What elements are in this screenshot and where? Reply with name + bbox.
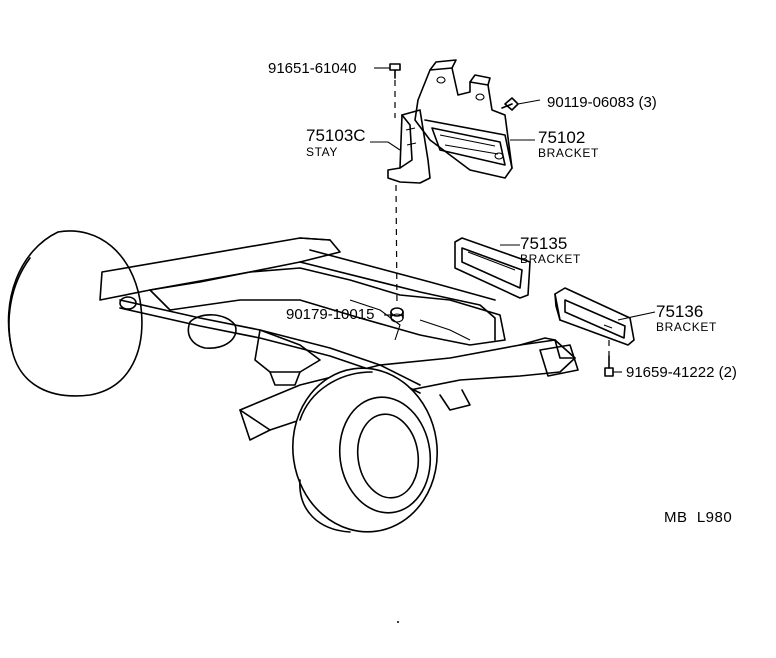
stay-part: [387, 109, 431, 184]
diagram-code: MB L980: [664, 509, 733, 526]
callout-bracket-main-number: 75102: [538, 128, 586, 147]
callout-bolt-top: 91651-61040: [268, 60, 357, 77]
callout-bracket-main-name: BRACKET: [538, 146, 599, 160]
leader-lines: [370, 67, 656, 373]
stray-mark: [397, 621, 399, 623]
bracket-main-part: [414, 59, 513, 179]
callout-bracket-low-number: 75136: [656, 302, 704, 321]
bracket-low-part: [554, 287, 635, 346]
callout-bolt-bottom: 91659-41222 (2): [626, 364, 737, 381]
callout-stay-number: 75103C: [306, 126, 366, 145]
callout-bracket-mid-number: 75135: [520, 234, 568, 253]
callout-bolt-right: 90119-06083 (3): [547, 94, 657, 111]
callout-bracket-mid-name: BRACKET: [520, 252, 581, 266]
callout-nut-frame: 90179-10015: [286, 306, 375, 323]
callout-stay-name: STAY: [306, 145, 338, 159]
chassis-frame: [7, 230, 579, 533]
callout-bracket-low-name: BRACKET: [656, 320, 717, 334]
bracket-mid-part: [454, 237, 531, 299]
